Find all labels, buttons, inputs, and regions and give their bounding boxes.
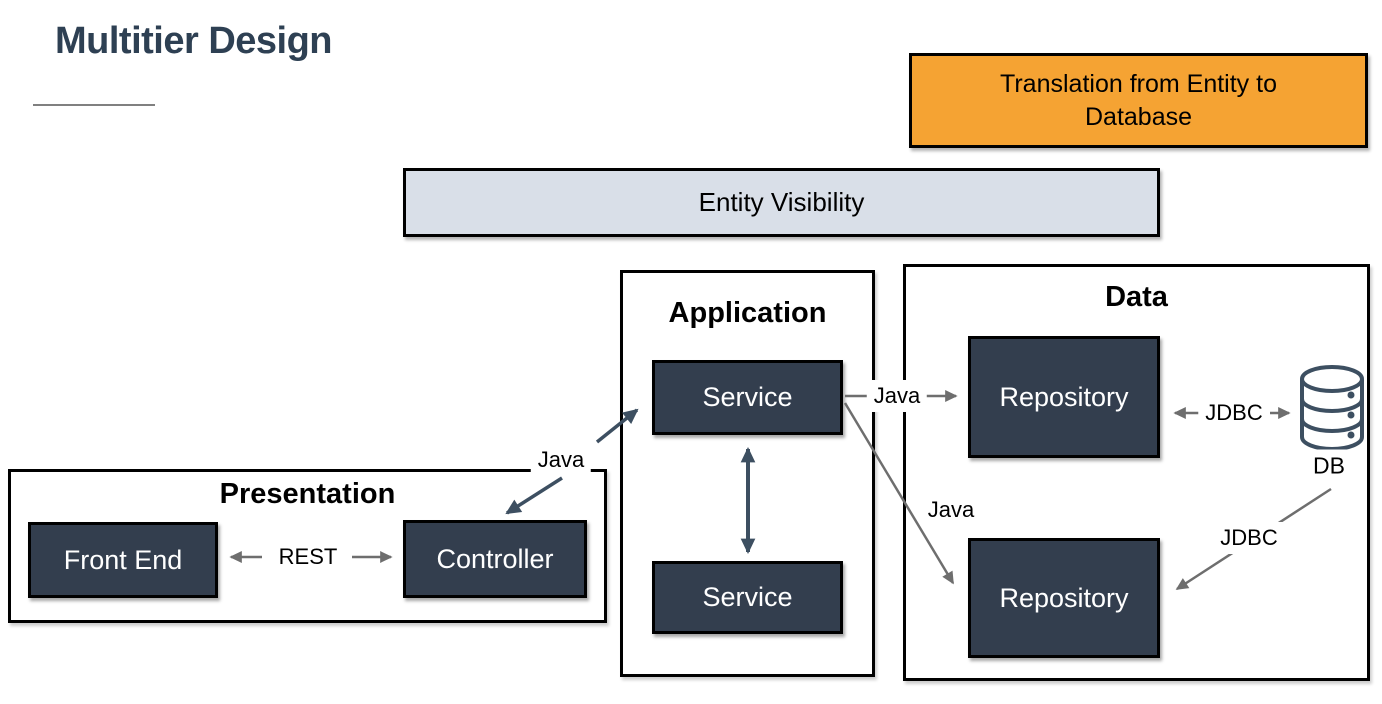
entity-visibility-callout: Entity Visibility (403, 168, 1160, 237)
rest-label: REST (271, 541, 345, 573)
presentation-tier-title: Presentation (219, 478, 396, 510)
java-service-repository-top-label: Java (866, 380, 928, 412)
service-top-node: Service (652, 360, 843, 435)
jdbc-repository-db-label: JDBC (1198, 397, 1270, 429)
repository-top-node: Repository (968, 336, 1160, 458)
front-end-node-label: Front End (63, 544, 183, 575)
page-title: Multitier Design (55, 20, 333, 62)
repository-bottom-node: Repository (968, 538, 1160, 658)
controller-node: Controller (403, 520, 587, 598)
db-label: DB (1306, 449, 1352, 483)
data-tier-title: Data (1105, 281, 1168, 313)
entity-visibility-label: Entity Visibility (698, 187, 865, 217)
service-bottom-node-label: Service (702, 582, 793, 612)
java-service-repository-bottom-label: Java (920, 494, 982, 526)
jdbc-db-repository-bottom-label: JDBC (1213, 522, 1285, 554)
repository-top-node-label: Repository (999, 381, 1129, 412)
service-top-node-label: Service (702, 382, 793, 412)
repository-bottom-node-label: Repository (999, 582, 1129, 613)
java-controller-service-label: Java (530, 444, 592, 476)
application-tier-title: Application (668, 297, 827, 329)
title-underline (33, 104, 155, 106)
translation-callout-label: Translation from Entity to Database (1000, 70, 1277, 131)
controller-node-label: Controller (436, 543, 554, 574)
translation-callout: Translation from Entity to Database (909, 53, 1368, 148)
front-end-node: Front End (28, 522, 218, 598)
service-bottom-node: Service (652, 561, 843, 634)
